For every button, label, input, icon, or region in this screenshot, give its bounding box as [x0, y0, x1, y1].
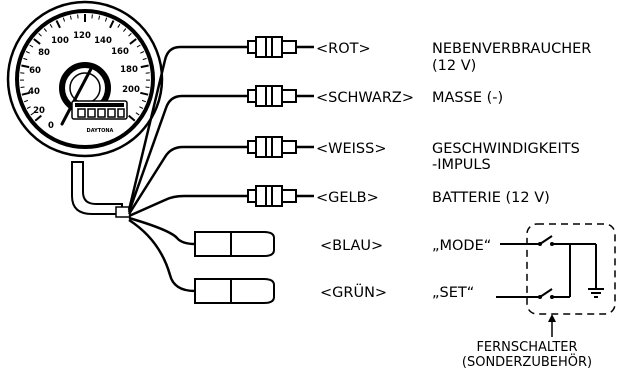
cable-collar: [115, 206, 131, 218]
gauge-tick: [98, 15, 101, 20]
gauge-tick: [49, 23, 53, 28]
ground-icon: [588, 288, 604, 298]
function-weiss-line1: GESCHWINDIGKEITS: [432, 141, 580, 157]
gauge-tick: [21, 91, 30, 96]
gauge-tick: [128, 33, 132, 37]
remote-switch: FERNSCHALTER (SONDERZUBEHÖR): [462, 223, 616, 370]
wire-gruen: [128, 218, 196, 293]
gauge-tick: [139, 106, 144, 109]
gauge-needle: [60, 63, 95, 126]
wire-harness: [127, 45, 248, 293]
gauge-number-140: 140: [94, 36, 112, 46]
gauge-tick: [117, 23, 121, 28]
connector-weiss: [247, 136, 314, 158]
gauge-ticks: [20, 14, 150, 122]
connector-schwarz: [247, 85, 314, 107]
wire-gelb: [128, 194, 248, 218]
gauge-tick: [141, 99, 147, 103]
remote-switch-label-line2: (SONDERZUBEHÖR): [462, 353, 592, 370]
gauge-number-80: 80: [38, 48, 50, 58]
gauge-brand-logo: DAYTONA: [87, 128, 114, 134]
speedometer-gauge: 0 20 40 60 80 100 120 140 160 180 200 DA…: [6, 0, 164, 218]
connector-blau: [194, 231, 275, 257]
set-switch-contact: [539, 288, 553, 298]
function-set: „SET“: [432, 285, 474, 301]
wire-rot: [127, 45, 248, 211]
label-rot: <ROT>: [316, 41, 371, 57]
function-weiss-line2: -IMPULS: [432, 157, 491, 173]
gauge-tick: [23, 99, 29, 103]
gauge-tick: [26, 106, 31, 109]
gauge-lcd-digits: [77, 108, 125, 118]
wire-schwarz: [127, 94, 248, 213]
label-gruen: <GRÜN>: [320, 283, 387, 301]
gauge-tick: [20, 86, 25, 88]
label-weiss: <WEISS>: [316, 141, 386, 157]
gauge-tick: [140, 64, 149, 69]
gauge-tick: [77, 14, 79, 19]
gauge-number-160: 160: [111, 47, 129, 57]
gauge-number-180: 180: [120, 65, 138, 75]
gauge-tick: [104, 17, 108, 22]
gauge-tick: [123, 28, 127, 32]
connector-gruen: [194, 278, 275, 304]
function-rot-line1: NEBENVERBRAUCHER: [432, 41, 591, 57]
gauge-number-60: 60: [29, 66, 41, 76]
function-schwarz: MASSE (-): [432, 90, 503, 106]
gauge-tick: [30, 112, 35, 116]
label-schwarz: <SCHWARZ>: [316, 90, 414, 106]
gauge-tick: [43, 28, 47, 32]
gauge-tick: [38, 33, 42, 37]
gauge-tick: [129, 38, 137, 45]
gauge-tick: [29, 44, 34, 48]
function-mode: „MODE“: [432, 238, 491, 254]
label-blau: <BLAU>: [320, 238, 383, 254]
wire-blau: [128, 216, 196, 246]
gauge-lcd-bargraph: [75, 103, 124, 107]
gauge-number-40: 40: [28, 87, 40, 97]
gauge-number-100: 100: [51, 36, 69, 46]
gauge-tick: [140, 51, 145, 54]
gauge-tick: [62, 17, 66, 22]
gauge-tick: [33, 38, 41, 45]
gauge-tick: [128, 114, 136, 122]
gauge-number-120: 120: [73, 31, 91, 41]
connector-rot: [247, 36, 314, 58]
gauge-tick: [91, 14, 93, 19]
connector-gelb: [247, 185, 314, 207]
gauge-tick: [34, 114, 42, 122]
gauge-tick: [55, 20, 61, 29]
gauge-number-0: 0: [48, 121, 54, 131]
gauge-tick: [135, 112, 140, 116]
gauge-cable-sleeve: [71, 161, 123, 215]
gauge-tick: [109, 20, 115, 29]
gauge-number-20: 20: [33, 106, 45, 116]
gauge-tick: [21, 64, 30, 69]
gauge-tick: [136, 44, 141, 48]
gauge-tick: [145, 86, 150, 88]
gauge-tick: [140, 91, 149, 96]
function-gelb: BATTERIE (12 V): [432, 190, 550, 206]
arrow-head-icon: [548, 314, 556, 322]
mode-switch-contact: [539, 235, 553, 245]
remote-switch-label-line1: FERNSCHALTER: [476, 340, 577, 355]
wire-weiss: [127, 145, 248, 215]
gauge-tick: [69, 15, 72, 20]
gauge-tick: [142, 57, 147, 61]
gauge-number-200: 200: [122, 85, 140, 95]
gauge-tick: [25, 51, 30, 54]
gauge-tick: [23, 57, 28, 61]
function-rot-line2: (12 V): [432, 58, 476, 74]
label-gelb: <GELB>: [316, 190, 379, 206]
